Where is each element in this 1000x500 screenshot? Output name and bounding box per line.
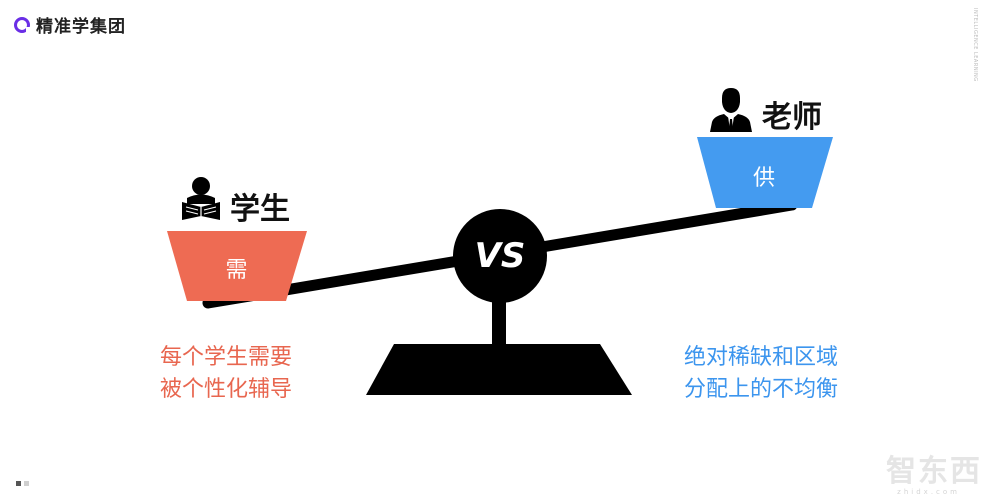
page-dot-active [16,481,21,486]
student-description: 每个学生需要 被个性化辅导 [160,342,292,406]
page-dot [24,481,29,486]
teacher-person-icon [710,88,752,132]
student-cup [167,231,307,301]
brand-logo: 精准学集团 [14,12,126,37]
teacher-cup-label: 供 [752,166,775,191]
student-reading-icon [182,177,220,220]
teacher-description: 绝对稀缺和区域 分配上的不均衡 [684,342,838,406]
watermark: 智东西 [886,454,982,489]
teacher-label: 老师 [762,100,822,135]
teacher-cup [697,137,833,208]
logo-icon [14,16,31,33]
student-cup-label: 需 [225,258,248,283]
student-description-line2: 被个性化辅导 [160,377,293,402]
watermark-sub: zhidx.com [897,488,960,496]
page-indicator [16,481,29,486]
student-description-line1: 每个学生需要 [160,345,293,370]
teacher-description-line1: 绝对稀缺和区域 [684,345,839,370]
side-tag: INTELLIGENCE LEARNING [972,8,978,82]
student-label: 学生 [230,192,290,227]
logo-text: 精准学集团 [36,17,126,37]
vs-circle [453,209,547,303]
seesaw-base [366,344,632,395]
teacher-description-line2: 分配上的不均衡 [684,377,839,402]
vs-label: VS [474,236,526,276]
